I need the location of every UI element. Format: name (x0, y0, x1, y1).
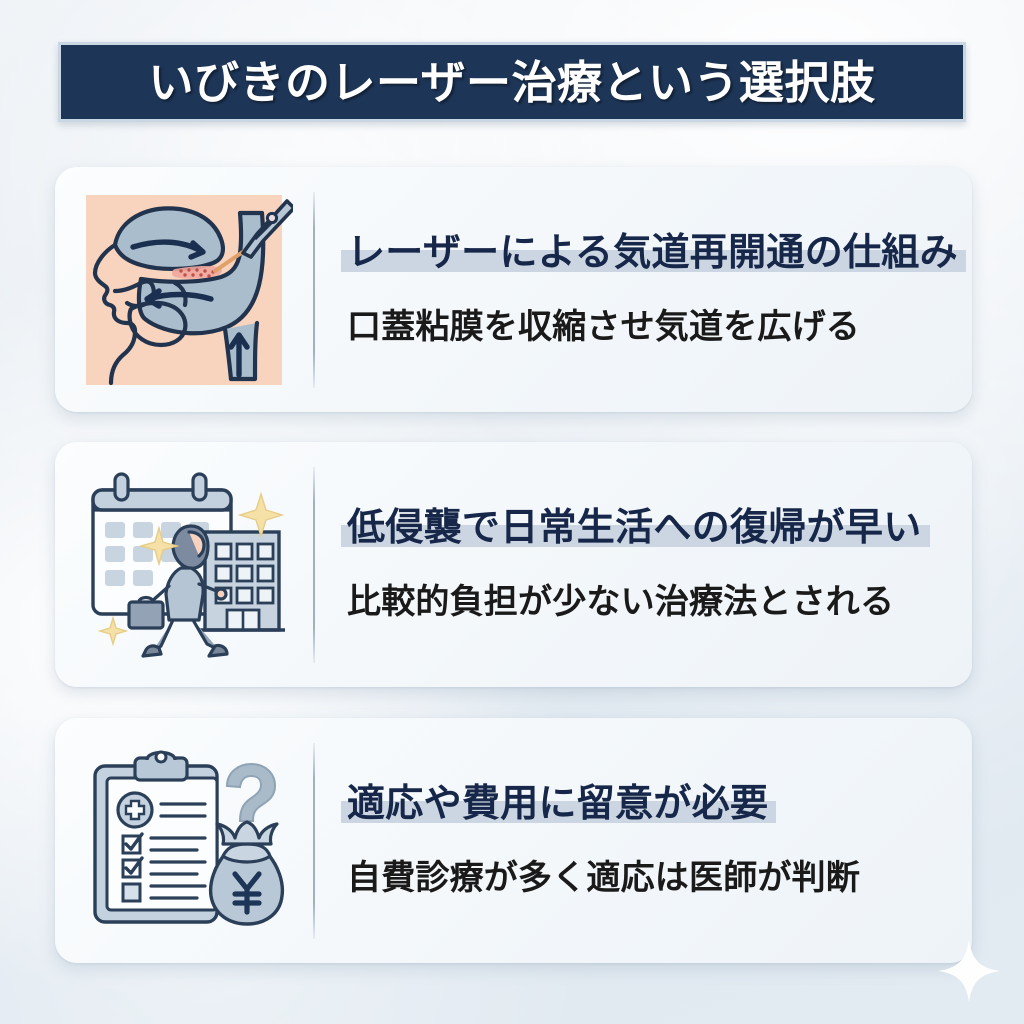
info-card-3: 適応や費用に留意が必要 自費診療が多く適応は医師が判断 (55, 718, 972, 963)
treated-mucosa-marker (172, 265, 222, 279)
card-2-illustration-area (55, 442, 313, 687)
page-title: いびきのレーザー治療という選択肢 (148, 55, 876, 109)
card-2-heading-wrap: 低侵襲で日常生活への復帰が早い (341, 505, 930, 550)
card-3-divider (313, 742, 315, 939)
head-airway-laser-icon (86, 194, 293, 385)
card-1-divider (313, 191, 315, 388)
card-2-subtext: 比較的負担が少ない治療法とされる (347, 582, 895, 623)
walking-person-icon (127, 523, 229, 658)
card-1-heading-highlight (341, 250, 966, 273)
money-bag-icon (208, 819, 285, 926)
laser-handpiece-icon (241, 198, 293, 259)
card-2-divider (313, 466, 315, 663)
yen-symbol (232, 870, 262, 915)
sparkle-icon (97, 491, 285, 646)
info-card-1: レーザーによる気道再開通の仕組み 口蓋粘膜を収縮させ気道を広げる (55, 167, 972, 412)
info-card-2: 低侵襲で日常生活への復帰が早い 比較的負担が少ない治療法とされる (55, 442, 972, 687)
card-1-text: レーザーによる気道再開通の仕組み 口蓋粘膜を収縮させ気道を広げる (315, 232, 972, 346)
card-3-illustration-area (55, 718, 313, 963)
card-1-heading-wrap: レーザーによる気道再開通の仕組み (341, 230, 966, 275)
card-2-heading-highlight (341, 525, 930, 548)
calendar-commuter-building-icon (91, 471, 285, 658)
clipboard-moneybag-question-icon (93, 750, 285, 926)
card-2-heading: 低侵襲で日常生活への復帰が早い (347, 505, 922, 550)
card-1-illustration-area (55, 167, 313, 412)
card-3-heading-wrap: 適応や費用に留意が必要 (341, 781, 777, 826)
clipboard-icon (93, 750, 219, 924)
card-3-subtext: 自費診療が多く適応は医師が判断 (347, 858, 860, 899)
card-2-text: 低侵襲で日常生活への復帰が早い 比較的負担が少ない治療法とされる (315, 507, 972, 621)
card-3-heading: 適応や費用に留意が必要 (347, 781, 769, 826)
card-1-heading: レーザーによる気道再開通の仕組み (347, 230, 958, 275)
card-3-text: 適応や費用に留意が必要 自費診療が多く適応は医師が判断 (315, 783, 972, 897)
building-icon (199, 529, 285, 632)
card-1-subtext: 口蓋粘膜を収縮させ気道を広げる (347, 307, 860, 348)
title-banner: いびきのレーザー治療という選択肢 (58, 42, 966, 122)
card-3-heading-highlight (341, 801, 777, 824)
